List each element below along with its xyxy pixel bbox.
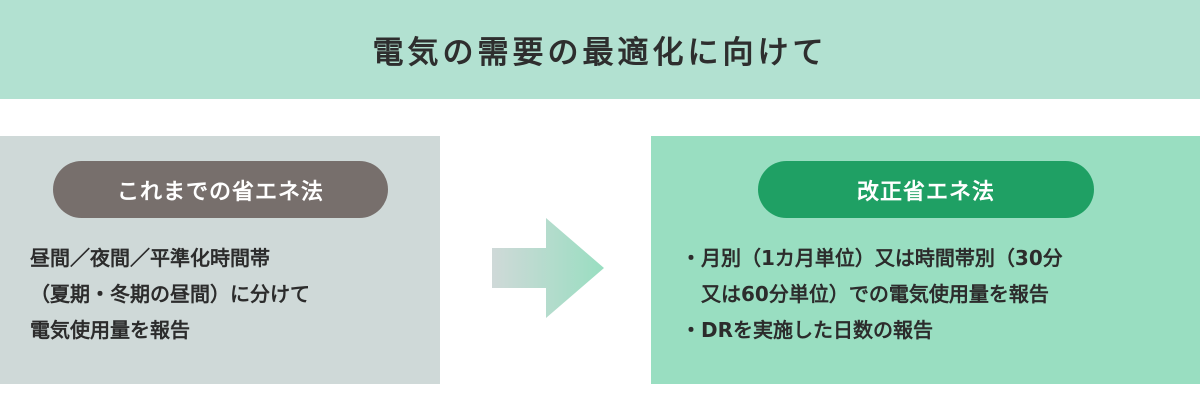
previous-law-line: 昼間／夜間／平準化時間帯 [30,246,270,270]
revised-law-line: ・月別（1カ月単位）又は時間帯別（30分 [681,246,1063,270]
revised-law-label: 改正省エネ法 [758,161,1094,218]
revised-law-description: ・月別（1カ月単位）又は時間帯別（30分 又は60分単位）での電気使用量を報告 … [681,240,1063,348]
right-arrow-icon [492,218,604,318]
previous-law-label-text: これまでの省エネ法 [116,179,324,205]
previous-law-line: （夏期・冬期の昼間）に分けて [30,282,310,306]
revised-law-panel: 改正省エネ法 ・月別（1カ月単位）又は時間帯別（30分 又は60分単位）での電気… [651,136,1200,384]
title-banner: 電気の需要の最適化に向けて [0,0,1200,99]
previous-law-line: 電気使用量を報告 [30,318,190,342]
previous-law-panel: これまでの省エネ法 昼間／夜間／平準化時間帯 （夏期・冬期の昼間）に分けて 電気… [0,136,440,384]
previous-law-label: これまでの省エネ法 [53,161,388,218]
previous-law-description: 昼間／夜間／平準化時間帯 （夏期・冬期の昼間）に分けて 電気使用量を報告 [30,240,310,348]
revised-law-line: ・DRを実施した日数の報告 [681,318,934,342]
revised-law-label-text: 改正省エネ法 [856,179,995,205]
revised-law-line: 又は60分単位）での電気使用量を報告 [681,282,1049,306]
page-title: 電気の需要の最適化に向けて [372,35,828,71]
